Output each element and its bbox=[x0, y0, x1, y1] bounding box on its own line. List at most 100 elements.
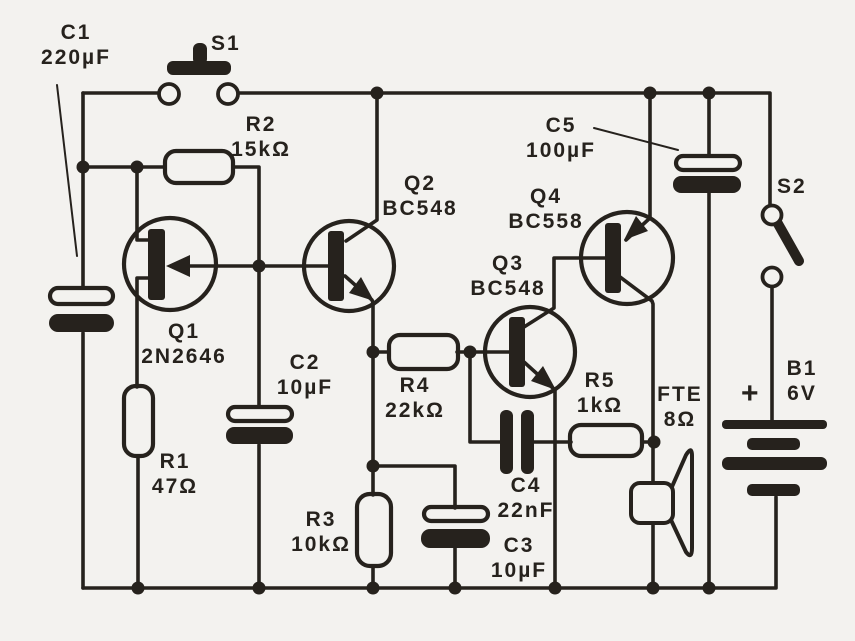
b1-plate-short-1 bbox=[747, 438, 800, 450]
b1-ref: B1 bbox=[786, 357, 818, 380]
capacitor-c1-symbol bbox=[47, 285, 116, 332]
capacitor-c2-symbol bbox=[225, 404, 295, 444]
label-b1: B1 6V bbox=[780, 356, 824, 406]
resistor-r2-symbol bbox=[162, 148, 236, 186]
r2-value: 15kΩ bbox=[231, 138, 291, 161]
c2-plate-top bbox=[225, 404, 295, 424]
resistor-r3-symbol bbox=[354, 491, 394, 569]
capacitor-c4-symbol bbox=[500, 410, 534, 474]
q2-emitter-arrow bbox=[349, 277, 374, 301]
junction-dot bbox=[366, 345, 380, 359]
junction-dot bbox=[646, 581, 660, 595]
q2-ref: Q2 bbox=[403, 172, 436, 195]
r3-ref: R3 bbox=[305, 508, 337, 531]
c2-value: 10µF bbox=[276, 376, 334, 399]
fte-value: 8Ω bbox=[663, 408, 697, 431]
q1-base-bar bbox=[148, 229, 165, 300]
label-r3: R3 10kΩ bbox=[286, 507, 356, 557]
label-c2: C2 10µF bbox=[272, 350, 338, 400]
label-q1: Q1 2N2646 bbox=[131, 319, 237, 369]
label-fte: FTE 8Ω bbox=[647, 382, 713, 432]
c2-ref: C2 bbox=[289, 351, 321, 374]
label-q3: Q3 BC548 bbox=[465, 251, 551, 301]
junction-dot bbox=[366, 459, 380, 473]
c1-ref: C1 bbox=[60, 21, 92, 44]
c5-plate-top bbox=[673, 153, 743, 173]
wire-bottom-rail bbox=[81, 495, 778, 590]
junction-dot bbox=[702, 581, 716, 595]
q4-emitter-arrow bbox=[624, 216, 648, 240]
q2-value: BC548 bbox=[382, 197, 458, 220]
label-r2: R2 15kΩ bbox=[225, 112, 297, 162]
junction-dot bbox=[366, 581, 380, 595]
junction-dot bbox=[370, 86, 384, 100]
wires bbox=[81, 91, 778, 590]
c3-ref: C3 bbox=[503, 534, 535, 557]
label-s2: S2 bbox=[777, 174, 807, 199]
c3-plate-bottom bbox=[421, 529, 490, 548]
transistor-q2-symbol bbox=[301, 218, 397, 314]
s2-terminal-top bbox=[760, 203, 784, 227]
s1-terminal-left bbox=[157, 82, 181, 106]
c5-leader-line bbox=[593, 127, 679, 151]
label-q4: Q4 BC558 bbox=[503, 184, 589, 234]
wire-c3-branch bbox=[371, 464, 457, 590]
junction-dot bbox=[252, 581, 266, 595]
c3-plate-top bbox=[421, 504, 491, 524]
c5-value: 100µF bbox=[526, 139, 596, 162]
label-c3: C3 10µF bbox=[485, 533, 553, 583]
q3-circle bbox=[482, 304, 578, 400]
label-r1: R1 47Ω bbox=[143, 449, 207, 499]
s2-terminal-bottom bbox=[760, 265, 784, 289]
speaker-body bbox=[629, 481, 675, 525]
q1-value: 2N2646 bbox=[141, 345, 227, 368]
label-c4: C4 22nF bbox=[492, 473, 560, 523]
junction-dot bbox=[130, 160, 144, 174]
battery-b1-symbol bbox=[722, 420, 827, 496]
fte-ref: FTE bbox=[657, 383, 703, 406]
r2-ref: R2 bbox=[245, 113, 277, 136]
c1-plate-bottom bbox=[49, 314, 114, 332]
q4-value: BC558 bbox=[508, 210, 584, 233]
b1-polarity: + bbox=[741, 377, 759, 410]
q3-ref: Q3 bbox=[491, 252, 524, 275]
b1-value: 6V bbox=[787, 382, 817, 405]
wire-q2-collector bbox=[344, 91, 379, 243]
r4-ref: R4 bbox=[399, 374, 431, 397]
wire-c4-branch bbox=[468, 350, 573, 444]
q3-base-bar bbox=[509, 317, 525, 387]
b1-plate-long-2 bbox=[722, 457, 827, 470]
resistor-r1-symbol bbox=[121, 383, 156, 459]
junction-dot bbox=[131, 581, 145, 595]
r4-value: 22kΩ bbox=[385, 399, 445, 422]
r5-value: 1kΩ bbox=[576, 394, 624, 417]
junction-dot bbox=[252, 259, 266, 273]
c4-ref: C4 bbox=[510, 474, 542, 497]
q2-base-bar bbox=[328, 231, 344, 301]
junction-dot bbox=[643, 86, 657, 100]
pushbutton-s1-symbol bbox=[157, 43, 240, 106]
q1-ref: Q1 bbox=[167, 320, 200, 343]
q3-emitter-arrow bbox=[531, 366, 556, 390]
capacitor-c3-symbol bbox=[421, 504, 491, 548]
q4-base-bar bbox=[605, 223, 621, 293]
s1-button-stem bbox=[193, 43, 207, 65]
c1-value: 220µF bbox=[41, 46, 111, 69]
junction-dot bbox=[76, 160, 90, 174]
wire-top-rail bbox=[81, 91, 772, 207]
junction-dot bbox=[548, 581, 562, 595]
label-q2: Q2 BC548 bbox=[377, 171, 463, 221]
label-r4: R4 22kΩ bbox=[380, 373, 450, 423]
speaker-fte-symbol bbox=[629, 448, 694, 558]
r1-value: 47Ω bbox=[151, 475, 199, 498]
label-r5: R5 1kΩ bbox=[566, 368, 634, 418]
s2-lever bbox=[772, 217, 804, 266]
c1-plate-top bbox=[47, 285, 116, 307]
b1-plate-long-1 bbox=[722, 420, 827, 429]
q4-circle bbox=[578, 209, 676, 307]
q1-emitter-arrow bbox=[166, 255, 190, 277]
label-c5: C5 100µF bbox=[518, 113, 604, 163]
resistor-r5-symbol bbox=[567, 422, 645, 459]
label-s1: S1 bbox=[211, 31, 241, 56]
q1-circle bbox=[121, 215, 219, 313]
